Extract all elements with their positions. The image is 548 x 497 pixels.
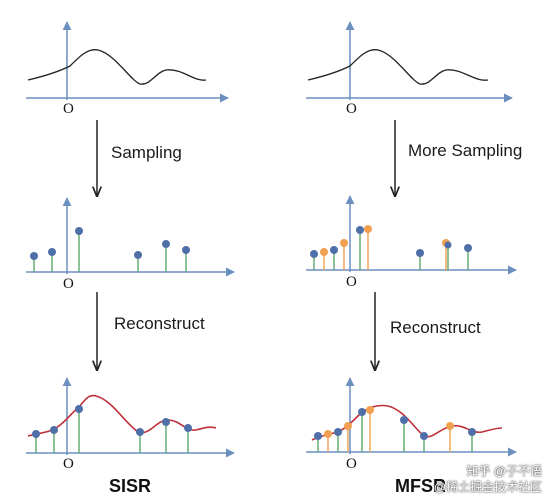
watermark-zhihu: 知乎 @子不语 xyxy=(466,464,542,478)
left-sample-dot xyxy=(75,227,83,235)
left-reconstruct-curve xyxy=(27,394,217,437)
left-samples-origin-label: O xyxy=(63,276,74,292)
left-signal-origin-label: O xyxy=(63,101,74,117)
right-reconstruct-dot-extra xyxy=(324,430,332,438)
left-signal-curve xyxy=(27,49,207,85)
right-sample-dots xyxy=(310,225,472,258)
right-sample-dot-extra xyxy=(320,248,328,256)
left-reconstruct-stems xyxy=(35,409,189,453)
left-sample-dot xyxy=(48,248,56,256)
right-caption-mfsr: MFSR xyxy=(395,476,446,496)
left-reconstruct-dot xyxy=(162,418,170,426)
watermark-juejin: @稀土掘金技术社区 xyxy=(433,480,542,494)
left-sample-dot xyxy=(182,246,190,254)
right-reconstruct-dot-extra xyxy=(446,422,454,430)
left-reconstruct-dot xyxy=(75,405,83,413)
left-reconstruct-dot xyxy=(32,430,40,438)
left-reconstruct-dot xyxy=(136,428,144,436)
right-signal-curve xyxy=(307,49,489,85)
right-sampling-label: More Sampling xyxy=(408,141,523,160)
right-panel xyxy=(306,21,517,457)
left-sampling-label: Sampling xyxy=(111,143,182,162)
right-reconstruct-dot xyxy=(334,428,342,436)
right-sample-dot-extra xyxy=(340,239,348,247)
left-sample-dot xyxy=(134,251,142,259)
right-sample-dot xyxy=(356,226,364,234)
right-reconstruct-dot xyxy=(314,432,322,440)
right-reconstruct-dots xyxy=(314,406,476,440)
right-reconstruct-dot xyxy=(358,408,366,416)
left-signal-plot xyxy=(26,21,229,103)
right-samples-origin-label: O xyxy=(346,274,357,290)
right-reconstruct-dot xyxy=(468,428,476,436)
right-reconstruct-plot xyxy=(306,377,517,457)
left-sample-dots xyxy=(30,227,190,260)
left-sample-dot xyxy=(162,240,170,248)
left-reconstruct-dot xyxy=(50,426,58,434)
left-reconstruct-label: Reconstruct xyxy=(114,314,205,333)
left-reconstruct-origin-label: O xyxy=(63,456,74,472)
left-reconstruct-plot xyxy=(26,377,235,458)
right-reconstruct-dot-extra xyxy=(344,422,352,430)
right-reconstruct-dot-extra xyxy=(366,406,374,414)
right-reconstruct-origin-label: O xyxy=(346,456,357,472)
right-sample-dot xyxy=(444,241,452,249)
left-reconstruct-dots xyxy=(32,405,192,438)
left-caption-sisr: SISR xyxy=(109,476,152,496)
right-signal-origin-label: O xyxy=(346,101,357,117)
right-sample-dot xyxy=(416,249,424,257)
right-sample-dot xyxy=(330,246,338,254)
left-sample-dot xyxy=(30,252,38,260)
right-sample-dot xyxy=(464,244,472,252)
right-reconstruct-stems xyxy=(317,410,473,452)
right-reconstruct-dot xyxy=(400,416,408,424)
right-reconstruct-dot xyxy=(420,432,428,440)
right-sample-dot-extra xyxy=(364,225,372,233)
right-signal-plot xyxy=(306,21,513,103)
left-sample-stems xyxy=(33,231,187,272)
right-reconstruct-label: Reconstruct xyxy=(390,318,481,337)
left-panel xyxy=(26,21,235,458)
right-sample-dot xyxy=(310,250,318,258)
right-samples-plot xyxy=(306,195,517,275)
left-reconstruct-dot xyxy=(184,424,192,432)
left-samples-plot xyxy=(26,197,235,277)
